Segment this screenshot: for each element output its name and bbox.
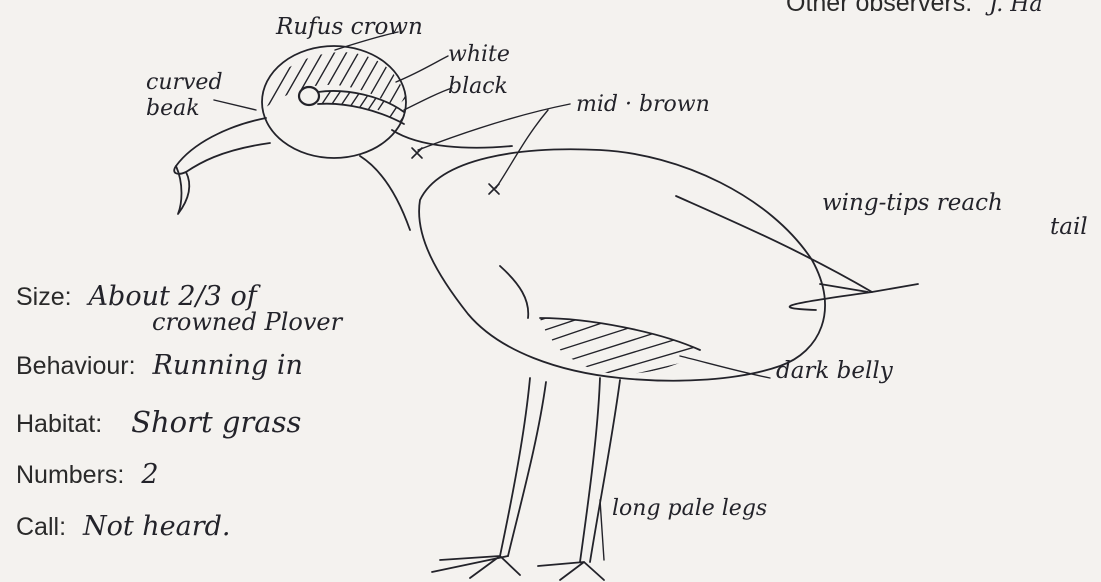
annotation-black: black	[448, 76, 508, 98]
annotation-legs: long pale legs	[612, 498, 767, 520]
leg-right	[580, 378, 620, 562]
leader-white	[396, 56, 448, 82]
behaviour-value: Running in	[152, 350, 302, 381]
annotation-beak-1: curved	[146, 72, 223, 94]
body-outline	[419, 149, 825, 380]
leader-black	[404, 88, 452, 110]
eye-stripe-outline	[318, 91, 404, 124]
annotation-white: white	[448, 44, 510, 66]
numbers-label: Numbers:	[16, 463, 124, 488]
beak-outline	[174, 118, 270, 174]
leader-mid-brown-2	[496, 110, 548, 188]
numbers-field: Numbers: 2	[16, 461, 159, 488]
leg-left	[500, 378, 546, 556]
eye	[299, 87, 319, 105]
habitat-label: Habitat:	[16, 412, 102, 437]
annotation-beak-2: beak	[146, 98, 200, 120]
call-field: Call: Not heard.	[16, 513, 231, 540]
behaviour-field: Behaviour: Running in	[16, 352, 303, 379]
call-label: Call:	[16, 515, 66, 540]
neck-front	[360, 156, 410, 230]
annotation-belly: dark belly	[776, 360, 893, 383]
size-label: Size:	[16, 285, 72, 310]
leader-beak	[214, 100, 256, 110]
habitat-value: Short grass	[131, 405, 301, 439]
call-value: Not heard.	[83, 511, 231, 542]
neck-back	[392, 130, 512, 148]
foot-right	[538, 562, 604, 580]
foot-left	[432, 556, 520, 578]
size-field: Size: About 2/3 of	[16, 283, 257, 310]
numbers-value: 2	[141, 459, 158, 490]
annotation-mid-brown: mid · brown	[576, 94, 710, 116]
habitat-field: Habitat: Short grass	[16, 408, 301, 437]
annotation-wingtips-2: tail	[1050, 216, 1088, 239]
annotation-crown: Rufus crown	[276, 16, 423, 39]
behaviour-label: Behaviour:	[16, 354, 136, 379]
leader-legs	[600, 500, 604, 560]
size-value-line2: crowned Plover	[152, 310, 342, 334]
leader-belly	[680, 356, 770, 378]
annotation-wingtips-1: wing-tips reach	[822, 192, 1003, 215]
